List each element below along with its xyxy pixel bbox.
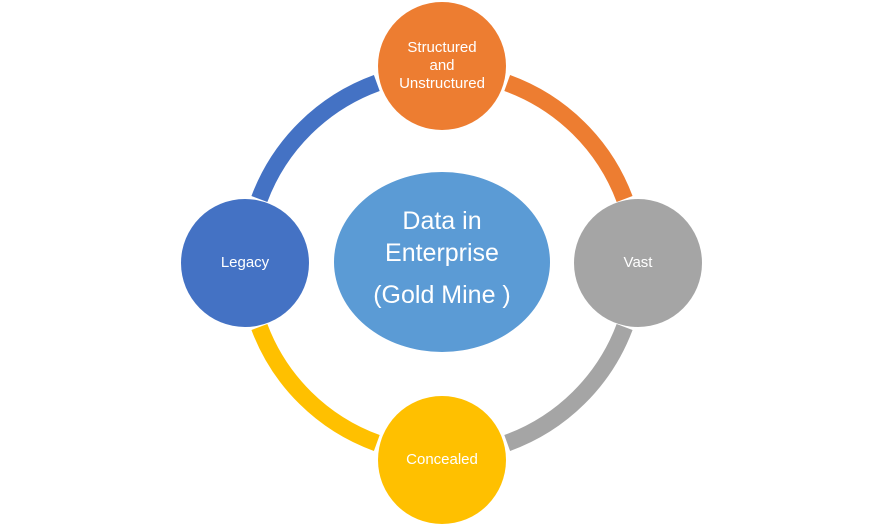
center-line-1: Data in [402, 207, 482, 235]
node-top-label: Structured and Unstructured [380, 36, 504, 96]
node-vast-text: Vast [623, 254, 653, 271]
node-concealed-text: Concealed [406, 451, 478, 468]
node-legacy-circle [181, 199, 309, 327]
node-concealed-circle [378, 396, 506, 524]
arc-concealed-to-legacy [251, 323, 380, 451]
center-line-2: Enterprise [385, 239, 499, 267]
node-legacy-label: Legacy [195, 250, 295, 276]
arc-top-to-vast [504, 75, 633, 203]
node-top-line-2: and [429, 57, 455, 74]
node-top-circle [378, 2, 506, 130]
node-concealed-label: Concealed [382, 447, 502, 473]
node-vast-label: Vast [588, 250, 688, 276]
center-label: Data in Enterprise (Gold Mine ) [340, 198, 544, 318]
arc-legacy-to-top [251, 75, 380, 203]
node-legacy-text: Legacy [220, 254, 270, 271]
center-line-3: (Gold Mine ) [373, 281, 511, 309]
center-ellipse [334, 172, 550, 352]
node-vast-circle [574, 199, 702, 327]
arc-vast-to-concealed [504, 323, 633, 451]
node-top-line-3: Unstructured [399, 75, 485, 92]
node-top-line-1: Structured [407, 39, 477, 56]
